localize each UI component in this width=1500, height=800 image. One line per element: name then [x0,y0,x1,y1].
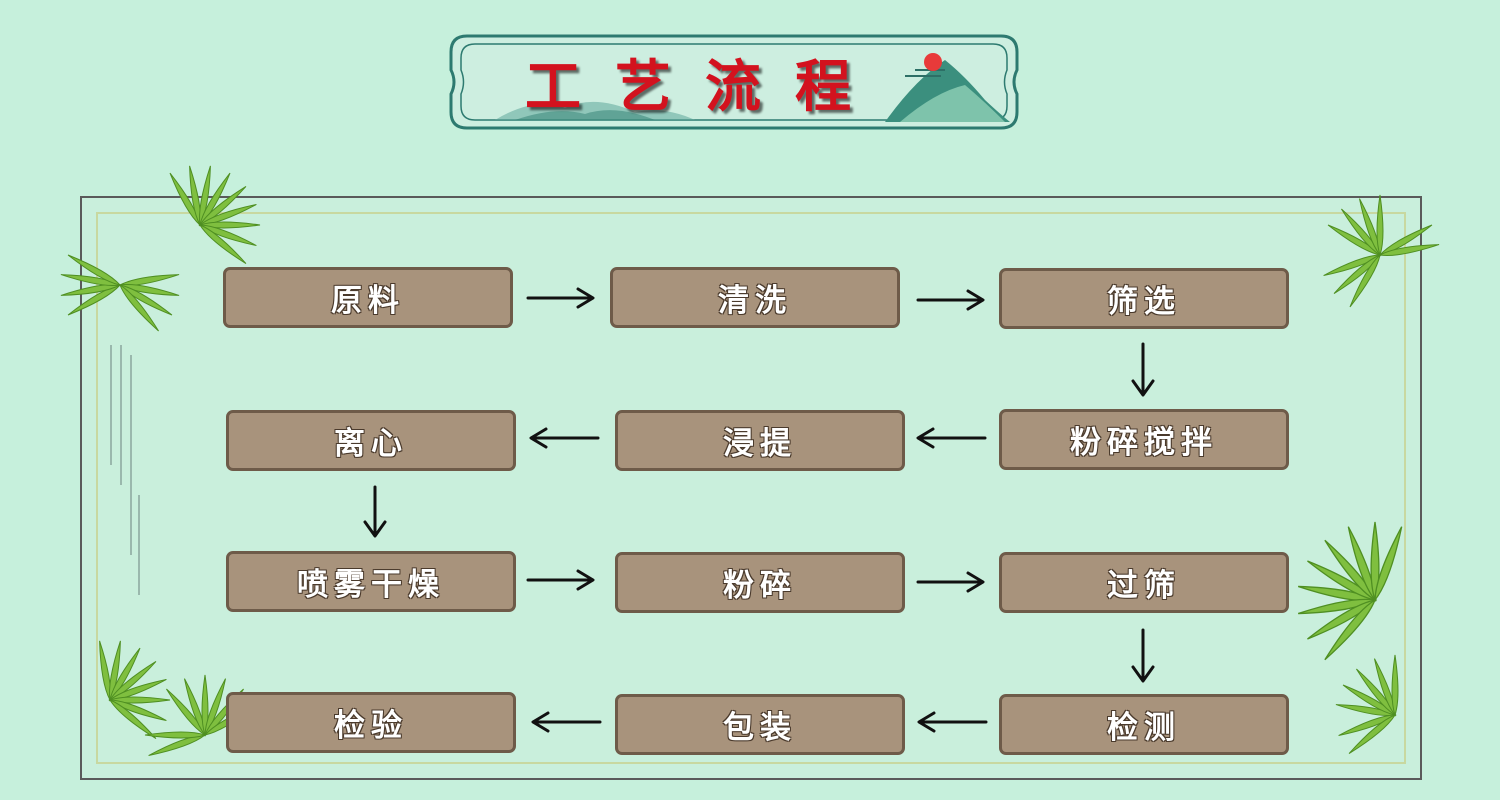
step-box: 粉碎搅拌 [999,409,1289,470]
script-pattern-icon [110,345,140,595]
step-box: 检验 [226,692,516,753]
step-box: 原料 [223,267,513,328]
page-title: 工艺流程 [525,54,885,120]
step-box: 检测 [999,694,1289,755]
panel-inner-frame [96,212,1406,764]
sun-icon [924,53,942,71]
step-box: 粉碎 [615,552,905,613]
title-plaque: 工艺流程 [445,30,1023,134]
step-box: 清洗 [610,267,900,328]
step-box: 喷雾干燥 [226,551,516,612]
step-box: 筛选 [999,268,1289,329]
step-box: 离心 [226,410,516,471]
title-frame [449,34,1019,130]
decorative-script [106,345,146,605]
step-box: 过筛 [999,552,1289,613]
step-box: 浸提 [615,410,905,471]
step-box: 包装 [615,694,905,755]
